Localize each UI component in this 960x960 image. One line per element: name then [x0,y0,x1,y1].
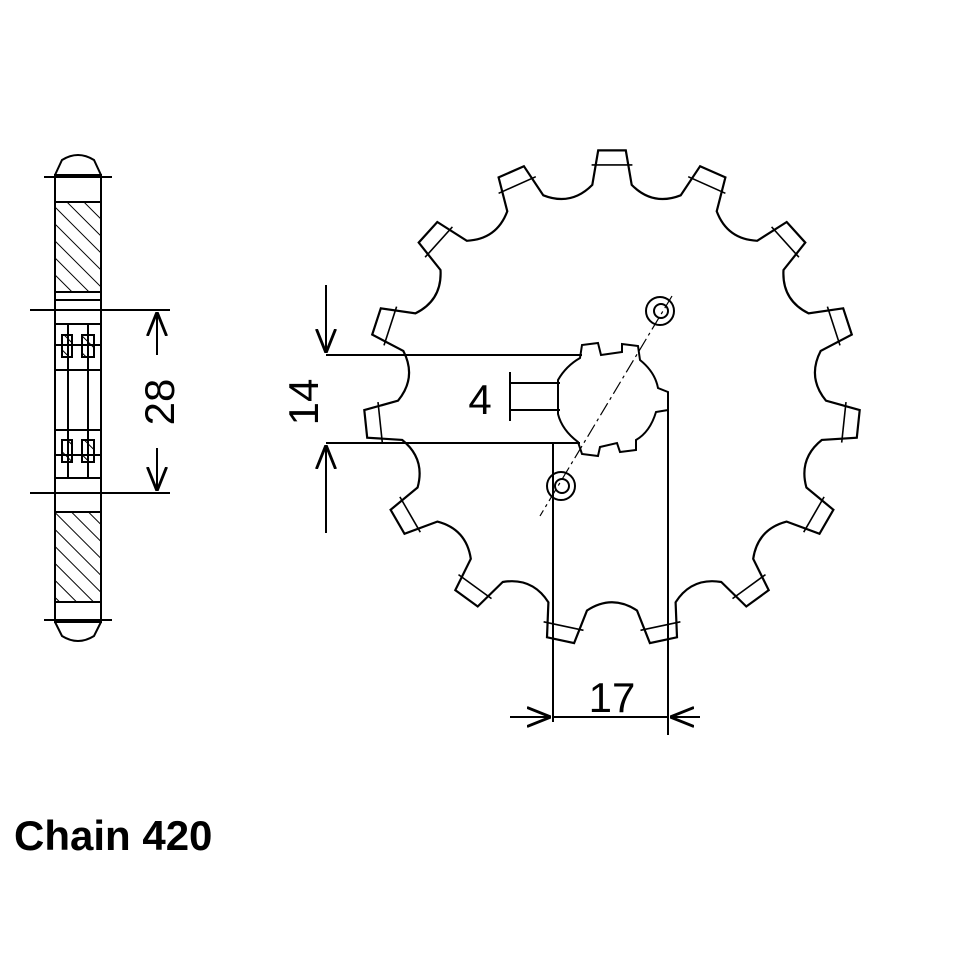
bolt-hole-upper [645,296,675,326]
tooth-tip-line [840,402,847,443]
tooth-tip-line [771,226,800,258]
sprocket-outline [363,149,861,645]
tooth-tip-line [732,573,766,600]
bolt-hole-lower [546,471,576,501]
tooth-tip-line [458,573,492,600]
tooth-tip-line [543,621,584,632]
dim-14-label: 14 [280,379,327,426]
tooth-tip-line [383,306,398,346]
side-view-hatch-lower [56,512,100,602]
dim-28-label: 28 [136,379,183,426]
tooth-tip-line [687,175,726,195]
tooth-tip-line [377,402,384,443]
tooth-tip-line [803,496,825,533]
dim-17-label: 17 [589,674,636,721]
splined-bore [557,341,669,458]
side-view-bottom-tooth [54,621,102,642]
tooth-tip-line [498,175,537,195]
chain-caption: Chain 420 [14,812,213,859]
tooth-tip-line [399,496,421,533]
tooth-tip-line [640,621,681,632]
side-view-body [54,174,102,623]
front-view-hub [326,285,700,735]
tooth-tips [377,164,847,632]
side-view-top-tooth [54,154,102,176]
dim-4-label: 4 [468,376,491,423]
bolt-centerline [539,295,673,517]
tooth-tip-line [826,306,841,346]
side-view-hatch-upper [56,202,100,292]
side-view [30,154,170,642]
tooth-tip-line [424,226,453,258]
